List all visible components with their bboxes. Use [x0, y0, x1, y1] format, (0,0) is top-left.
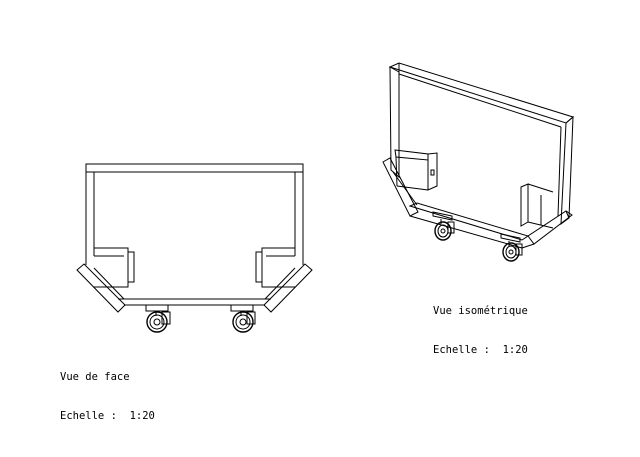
iso-right-upright — [560, 115, 574, 226]
iso-right-bracket-bottom — [527, 221, 554, 229]
front-base-right-arm — [263, 263, 313, 313]
front-left-bracket — [94, 247, 129, 288]
iso-left-bracket-bottom — [396, 185, 429, 191]
iso-left-bracket-plate — [427, 152, 438, 191]
front-base-left-arm — [76, 263, 126, 313]
front-right-bracket-plate — [255, 251, 263, 283]
front-left-caster — [145, 304, 171, 333]
iso-view-scale-row: Echelle : 1:20 — [433, 344, 528, 357]
front-right-caster — [230, 304, 256, 333]
iso-left-upright — [389, 66, 400, 179]
iso-right-bracket-top — [527, 183, 554, 193]
iso-top-rail — [388, 62, 575, 124]
front-panel-frame-outer — [85, 163, 304, 173]
iso-top-rail-inner — [398, 73, 562, 128]
front-view-scale-value: 1:20 — [129, 410, 155, 422]
front-base-inner-right — [264, 267, 296, 300]
front-right-bracket — [261, 247, 295, 288]
iso-view-title: Vue isométrique — [433, 305, 528, 317]
iso-base-right-arm — [527, 210, 573, 245]
front-base-inner-left — [93, 267, 125, 300]
iso-view-scale-value: 1:20 — [502, 344, 528, 356]
front-view-drawing — [76, 163, 313, 333]
iso-base-left-arm — [382, 157, 419, 217]
iso-left-caster — [432, 211, 455, 241]
iso-base-left-arm-inner — [392, 171, 418, 206]
iso-base-right-arm-top — [565, 210, 570, 219]
iso-right-bracket-plate — [520, 183, 529, 227]
iso-left-bracket-top — [394, 149, 429, 161]
front-view-scale-label: Echelle : — [60, 410, 117, 422]
iso-view-caption: Vue isométrique Echelle : 1:20 — [433, 279, 528, 370]
front-left-bracket-plate — [127, 251, 135, 283]
iso-left-bracket-bolt — [430, 169, 435, 176]
isometric-view-drawing — [382, 62, 575, 262]
iso-right-upright-inner — [557, 126, 562, 217]
iso-right-caster — [500, 233, 523, 262]
iso-base-front-beam-edge — [409, 215, 523, 249]
iso-base-right-arm-edge — [521, 243, 535, 249]
front-view-title: Vue de face — [60, 371, 130, 383]
iso-view-scale-label: Echelle : — [433, 344, 490, 356]
front-view-scale-row: Echelle : 1:20 — [60, 410, 155, 423]
front-view-caption: Vue de face Echelle : 1:20 — [60, 345, 155, 436]
